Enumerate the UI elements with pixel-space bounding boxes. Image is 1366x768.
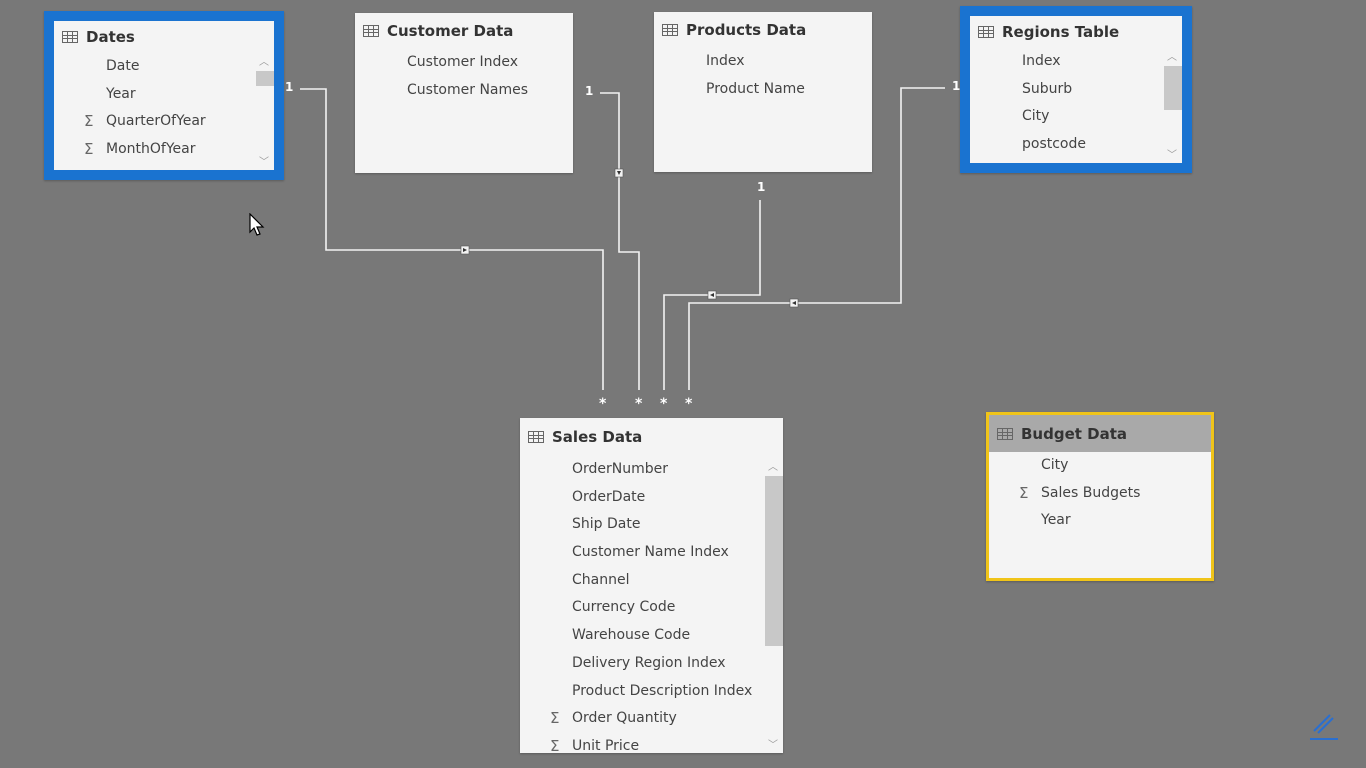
scroll-thumb[interactable] (256, 71, 274, 86)
field-item[interactable]: Date (106, 58, 140, 74)
table-card-regions[interactable]: Regions Table Index Suburb City postcode… (960, 6, 1192, 173)
scroll-thumb[interactable] (765, 476, 783, 646)
field-item[interactable]: Index (1022, 53, 1061, 69)
field-item[interactable]: City (1022, 108, 1050, 125)
table-header[interactable]: Regions Table (970, 16, 1182, 48)
field-list: Customer Index Customer Names (355, 49, 573, 104)
table-icon (528, 431, 544, 443)
table-title: Products Data (686, 21, 807, 39)
scroll-thumb[interactable] (1164, 66, 1182, 110)
table-icon (978, 26, 994, 38)
table-header[interactable]: Dates (54, 21, 274, 53)
field-item[interactable]: Year (1041, 512, 1071, 529)
field-item[interactable]: Suburb (1022, 80, 1073, 97)
chevron-down-icon[interactable]: ﹀ (259, 157, 269, 168)
table-title: Regions Table (1002, 23, 1120, 41)
field-item[interactable]: Customer Names (407, 81, 529, 98)
table-icon (997, 427, 1013, 440)
field-item[interactable]: Warehouse Code (572, 627, 691, 644)
field-item[interactable]: Customer Name Index (572, 544, 729, 561)
table-title: Budget Data (1021, 424, 1128, 443)
pencil-icon (1310, 714, 1338, 740)
table-header[interactable]: Sales Data (520, 418, 783, 456)
table-title: Sales Data (552, 428, 643, 446)
field-item[interactable]: Channel (572, 571, 630, 588)
table-card-customer[interactable]: Customer Data Customer Index Customer Na… (355, 13, 573, 173)
table-title: Dates (86, 28, 135, 46)
chevron-up-icon[interactable]: ︿ (1167, 52, 1177, 63)
chevron-down-icon[interactable]: ﹀ (768, 740, 778, 751)
table-card-sales[interactable]: Sales Data OrderNumber OrderDate Ship Da… (520, 418, 783, 753)
chevron-down-icon[interactable]: ﹀ (1167, 150, 1177, 161)
sigma-icon: Σ (1019, 483, 1029, 502)
field-item[interactable]: OrderDate (572, 488, 646, 505)
table-icon (662, 24, 678, 36)
scrollbar[interactable]: ︿ ﹀ (763, 456, 783, 753)
sigma-icon: Σ (550, 709, 560, 728)
table-header[interactable]: Products Data (654, 12, 872, 48)
field-list: OrderNumber OrderDate Ship Date Customer… (520, 456, 783, 753)
table-header[interactable]: Customer Data (355, 13, 573, 49)
field-item[interactable]: Currency Code (572, 599, 676, 616)
sigma-icon: Σ (84, 140, 94, 159)
field-item[interactable]: Product Name (706, 80, 805, 97)
table-title: Customer Data (387, 22, 514, 40)
cardinality-many: * (660, 396, 668, 412)
cursor-icon (249, 213, 265, 236)
table-header[interactable]: Budget Data (989, 415, 1211, 452)
field-item[interactable]: Delivery Region Index (572, 654, 726, 671)
field-item[interactable]: City (1041, 457, 1069, 473)
table-icon (62, 31, 78, 43)
field-list: Index Suburb City postcode ︿ ﹀ (970, 48, 1182, 163)
table-card-products[interactable]: Products Data Index Product Name (654, 12, 872, 172)
field-item[interactable]: postcode (1022, 136, 1086, 153)
scrollbar[interactable]: ︿ ﹀ (1162, 48, 1182, 163)
cardinality-many: * (685, 396, 693, 412)
sigma-icon: Σ (84, 112, 94, 131)
chevron-up-icon[interactable]: ︿ (768, 462, 778, 473)
relationship-line-regions (688, 87, 945, 390)
field-item[interactable]: Product Description Index (572, 682, 753, 699)
cardinality-one: 1 (285, 80, 294, 94)
field-item[interactable]: Ship Date (572, 516, 641, 533)
sigma-icon: Σ (550, 736, 560, 753)
cardinality-many: * (599, 396, 607, 412)
cardinality-one: 1 (757, 180, 766, 194)
cardinality-many: * (635, 396, 643, 412)
field-list: Index Product Name (654, 48, 872, 103)
scrollbar[interactable]: ︿ ﹀ (254, 53, 274, 170)
cardinality-one: 1 (585, 84, 594, 98)
field-item[interactable]: Customer Index (407, 54, 518, 70)
relationship-line-customer (600, 92, 640, 390)
field-item[interactable]: Index (706, 53, 745, 69)
chevron-up-icon[interactable]: ︿ (259, 57, 269, 68)
field-item[interactable]: Year (106, 85, 136, 102)
relationship-line-dates (300, 88, 604, 390)
field-item[interactable]: OrderNumber (572, 461, 669, 477)
table-icon (363, 25, 379, 37)
cardinality-one: 1 (952, 79, 961, 93)
